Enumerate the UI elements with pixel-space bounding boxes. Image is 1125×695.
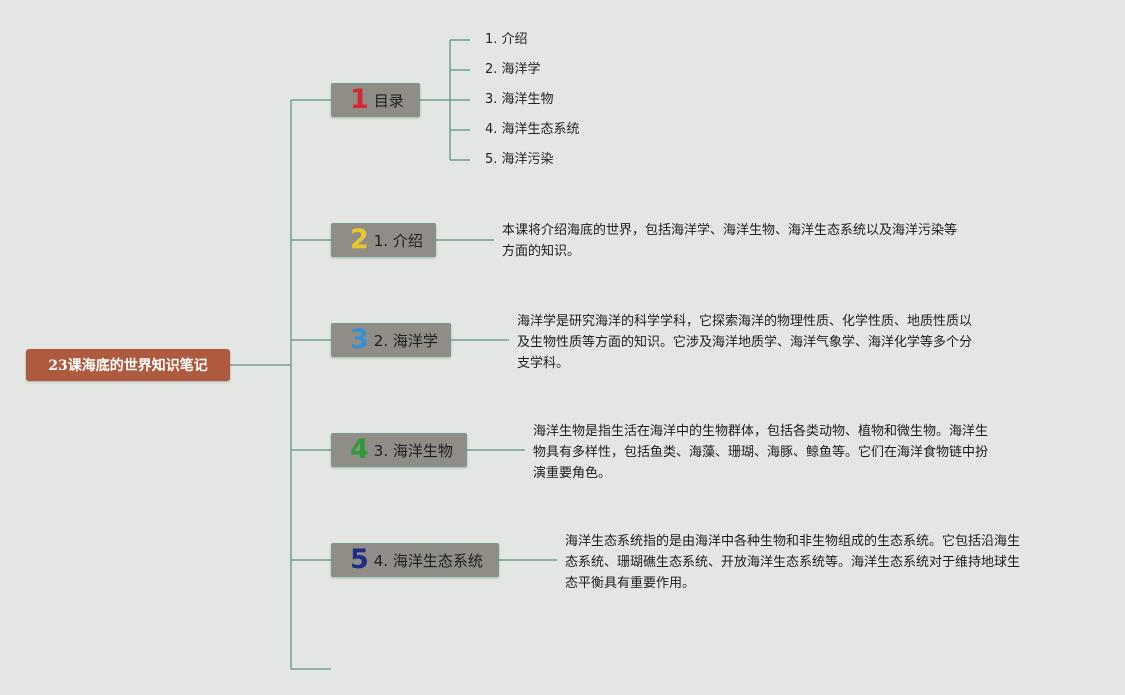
- topic-label: 1. 介绍: [373, 231, 423, 250]
- toc-item-marine-life[interactable]: 3. 海洋生物: [485, 92, 554, 107]
- topic-oceanography[interactable]: 3 2. 海洋学: [331, 323, 451, 357]
- root-topic[interactable]: 23课海底的世界知识笔记: [26, 349, 230, 381]
- topic-marine-ecosystem[interactable]: 5 4. 海洋生态系统: [331, 543, 499, 577]
- toc-item-oceanography[interactable]: 2. 海洋学: [485, 62, 541, 77]
- topic-label: 3. 海洋生物: [373, 441, 453, 460]
- number-1-icon: 1: [350, 83, 369, 115]
- number-4-icon: 4: [350, 433, 369, 465]
- topic-label: 2. 海洋学: [373, 331, 438, 350]
- number-3-icon: 3: [350, 323, 369, 355]
- topic-label: 4. 海洋生态系统: [373, 551, 483, 570]
- topic-label: 目录: [373, 91, 404, 110]
- introduction-description: 本课将介绍海底的世界，包括海洋学、海洋生物、海洋生态系统以及海洋污染等 方面的知…: [502, 223, 958, 259]
- number-5-icon: 5: [350, 543, 369, 575]
- topic-introduction[interactable]: 2 1. 介绍: [331, 223, 436, 257]
- toc-item-introduction[interactable]: 1. 介绍: [485, 32, 528, 47]
- number-2-icon: 2: [350, 223, 369, 255]
- root-topic-label: 23课海底的世界知识笔记: [48, 358, 208, 374]
- marine-life-description: 海洋生物是指生活在海洋中的生物群体，包括各类动物、植物和微生物。海洋生 物具有多…: [533, 424, 989, 481]
- oceanography-description: 海洋学是研究海洋的科学学科，它探索海洋的物理性质、化学性质、地质性质以 及生物性…: [517, 314, 973, 371]
- toc-item-marine-pollution[interactable]: 5. 海洋污染: [485, 152, 554, 167]
- marine-ecosystem-description: 海洋生态系统指的是由海洋中各种生物和非生物组成的生态系统。它包括沿海生 态系统、…: [565, 534, 1021, 591]
- topic-marine-life[interactable]: 4 3. 海洋生物: [331, 433, 467, 467]
- topic-toc[interactable]: 1 目录: [331, 83, 420, 117]
- toc-item-marine-ecosystem[interactable]: 4. 海洋生态系统: [485, 122, 580, 137]
